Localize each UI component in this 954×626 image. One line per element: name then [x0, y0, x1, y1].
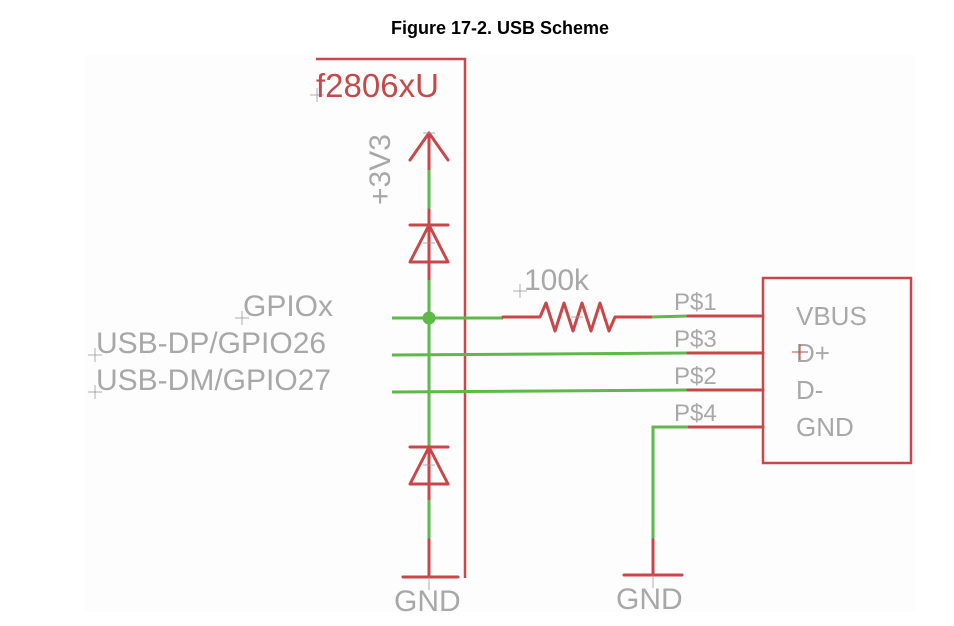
connector-label-gnd: GND [796, 412, 854, 442]
net-label-gpiox: GPIOx [243, 290, 333, 323]
net-label-usb-dp: USB-DP/GPIO26 [96, 327, 326, 360]
pin-label-p4: P$4 [674, 400, 717, 427]
connector-label-vbus: VBUS [796, 301, 867, 331]
pin-label-p1: P$1 [674, 289, 717, 316]
mcu-frame: f2806xU [310, 57, 467, 578]
usb-connector: VBUS D+ D- GND [761, 276, 913, 465]
ground-symbol-left: GND [394, 575, 461, 618]
net-labels: GPIOx USB-DP/GPIO26 USB-DM/GPIO27 [88, 290, 333, 399]
ground-symbol-right: GND [616, 573, 684, 616]
ground-label-left: GND [394, 585, 461, 618]
wire-usb-dp [391, 351, 689, 357]
resistor-100k: 100k [501, 264, 654, 333]
supply-symbol: +3V3 [364, 131, 450, 205]
supply-label: +3V3 [364, 134, 397, 205]
connector-label-dminus: D- [796, 375, 823, 405]
pin-label-p2: P$2 [674, 363, 717, 390]
diode-upper-icon [408, 223, 450, 264]
net-label-usb-dm: USB-DM/GPIO27 [96, 364, 331, 397]
diode-lower-icon [408, 445, 450, 486]
mcu-name: f2806xU [316, 67, 439, 104]
schematic-canvas [85, 55, 915, 612]
wire-usb-dm [391, 388, 689, 394]
junction-dot [422, 311, 436, 325]
connector-label-dplus: D+ [796, 338, 830, 368]
resistor-value: 100k [524, 264, 590, 297]
ground-label-right: GND [616, 583, 683, 616]
figure-caption: Figure 17-2. USB Scheme [390, 18, 610, 38]
wire-ground [651, 425, 688, 540]
pin-label-p3: P$3 [674, 326, 717, 353]
